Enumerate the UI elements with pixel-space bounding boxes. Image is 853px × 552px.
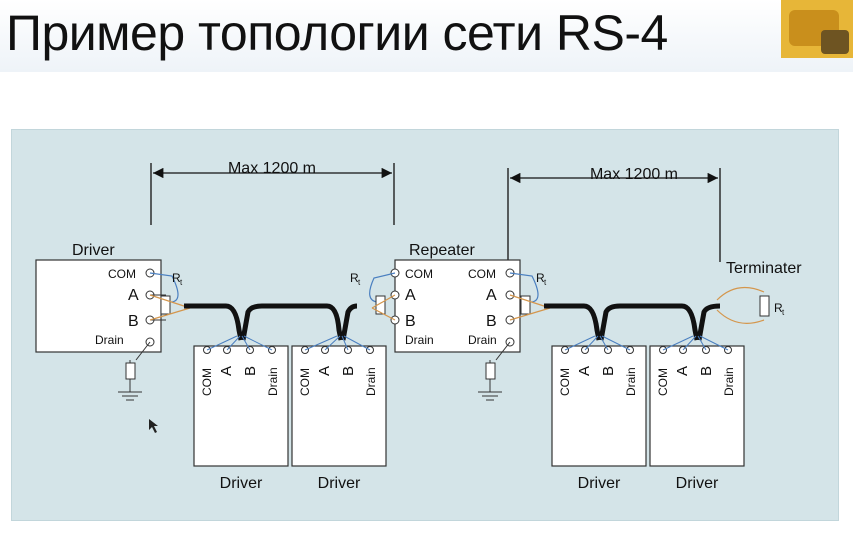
svg-text:A: A bbox=[218, 366, 235, 376]
terminater: Terminater R t bbox=[716, 260, 802, 324]
svg-text:Drain: Drain bbox=[266, 367, 280, 396]
svg-text:t: t bbox=[544, 278, 547, 287]
svg-text:A: A bbox=[486, 287, 497, 304]
master-pin-a: A bbox=[128, 287, 139, 304]
svg-text:A: A bbox=[316, 366, 333, 376]
svg-text:COM: COM bbox=[405, 267, 433, 281]
svg-text:COM: COM bbox=[200, 368, 214, 396]
svg-text:t: t bbox=[782, 308, 785, 317]
corner-thumbnail bbox=[781, 0, 853, 58]
svg-text:B: B bbox=[698, 366, 715, 376]
svg-text:B: B bbox=[340, 366, 357, 376]
slave-driver-4: COM A B Drain Driver bbox=[649, 335, 745, 492]
master-driver-label: Driver bbox=[72, 242, 115, 259]
svg-text:A: A bbox=[674, 366, 691, 376]
slave-driver-label: Driver bbox=[318, 475, 361, 492]
svg-text:A: A bbox=[405, 287, 416, 304]
slave-driver-label: Driver bbox=[220, 475, 263, 492]
terminater-label: Terminater bbox=[726, 260, 802, 277]
dimension-left-label: Max 1200 m bbox=[228, 160, 316, 177]
master-pin-com: COM bbox=[108, 267, 136, 281]
svg-text:COM: COM bbox=[558, 368, 572, 396]
master-resistor-label: R bbox=[172, 271, 181, 285]
slave-driver-1: COM A B Drain Driver bbox=[193, 335, 289, 492]
svg-text:t: t bbox=[180, 278, 183, 287]
dimension-right-label: Max 1200 m bbox=[590, 166, 678, 183]
svg-text:Drain: Drain bbox=[405, 333, 434, 347]
svg-text:Drain: Drain bbox=[624, 367, 638, 396]
slave-driver-label: Driver bbox=[676, 475, 719, 492]
svg-text:R: R bbox=[350, 271, 359, 285]
svg-text:B: B bbox=[600, 366, 617, 376]
svg-text:A: A bbox=[576, 366, 593, 376]
repeater: Repeater COM A B Drain COM A B Drain R t… bbox=[350, 242, 551, 401]
svg-text:B: B bbox=[242, 366, 259, 376]
topology-svg: Max 1200 m Max 1200 m Driver COM A B Dra… bbox=[35, 160, 802, 492]
svg-text:Drain: Drain bbox=[722, 367, 736, 396]
master-pin-b: B bbox=[128, 313, 139, 330]
master-pin-drain: Drain bbox=[95, 333, 124, 347]
title-bar: Пример топологии сети RS-4 bbox=[0, 0, 853, 72]
slave-driver-2: COM A B Drain Driver bbox=[291, 335, 387, 492]
svg-text:t: t bbox=[358, 278, 361, 287]
svg-text:Drain: Drain bbox=[468, 333, 497, 347]
svg-text:Drain: Drain bbox=[364, 367, 378, 396]
slave-driver-label: Driver bbox=[578, 475, 621, 492]
svg-text:R: R bbox=[536, 271, 545, 285]
repeater-label: Repeater bbox=[409, 242, 475, 259]
svg-text:COM: COM bbox=[656, 368, 670, 396]
mouse-cursor-icon bbox=[149, 419, 158, 433]
svg-text:COM: COM bbox=[468, 267, 496, 281]
dimension-right: Max 1200 m bbox=[507, 166, 721, 262]
dimension-left: Max 1200 m bbox=[150, 160, 395, 225]
bus-cable bbox=[184, 303, 721, 341]
svg-text:COM: COM bbox=[298, 368, 312, 396]
network-topology-diagram: Max 1200 m Max 1200 m Driver COM A B Dra… bbox=[11, 129, 839, 521]
svg-text:B: B bbox=[486, 313, 497, 330]
slide-title: Пример топологии сети RS-4 bbox=[6, 5, 668, 61]
svg-text:R: R bbox=[774, 301, 783, 315]
master-driver: Driver COM A B Drain R t bbox=[35, 242, 191, 401]
svg-text:B: B bbox=[405, 313, 416, 330]
slave-driver-3: COM A B Drain Driver bbox=[551, 335, 647, 492]
